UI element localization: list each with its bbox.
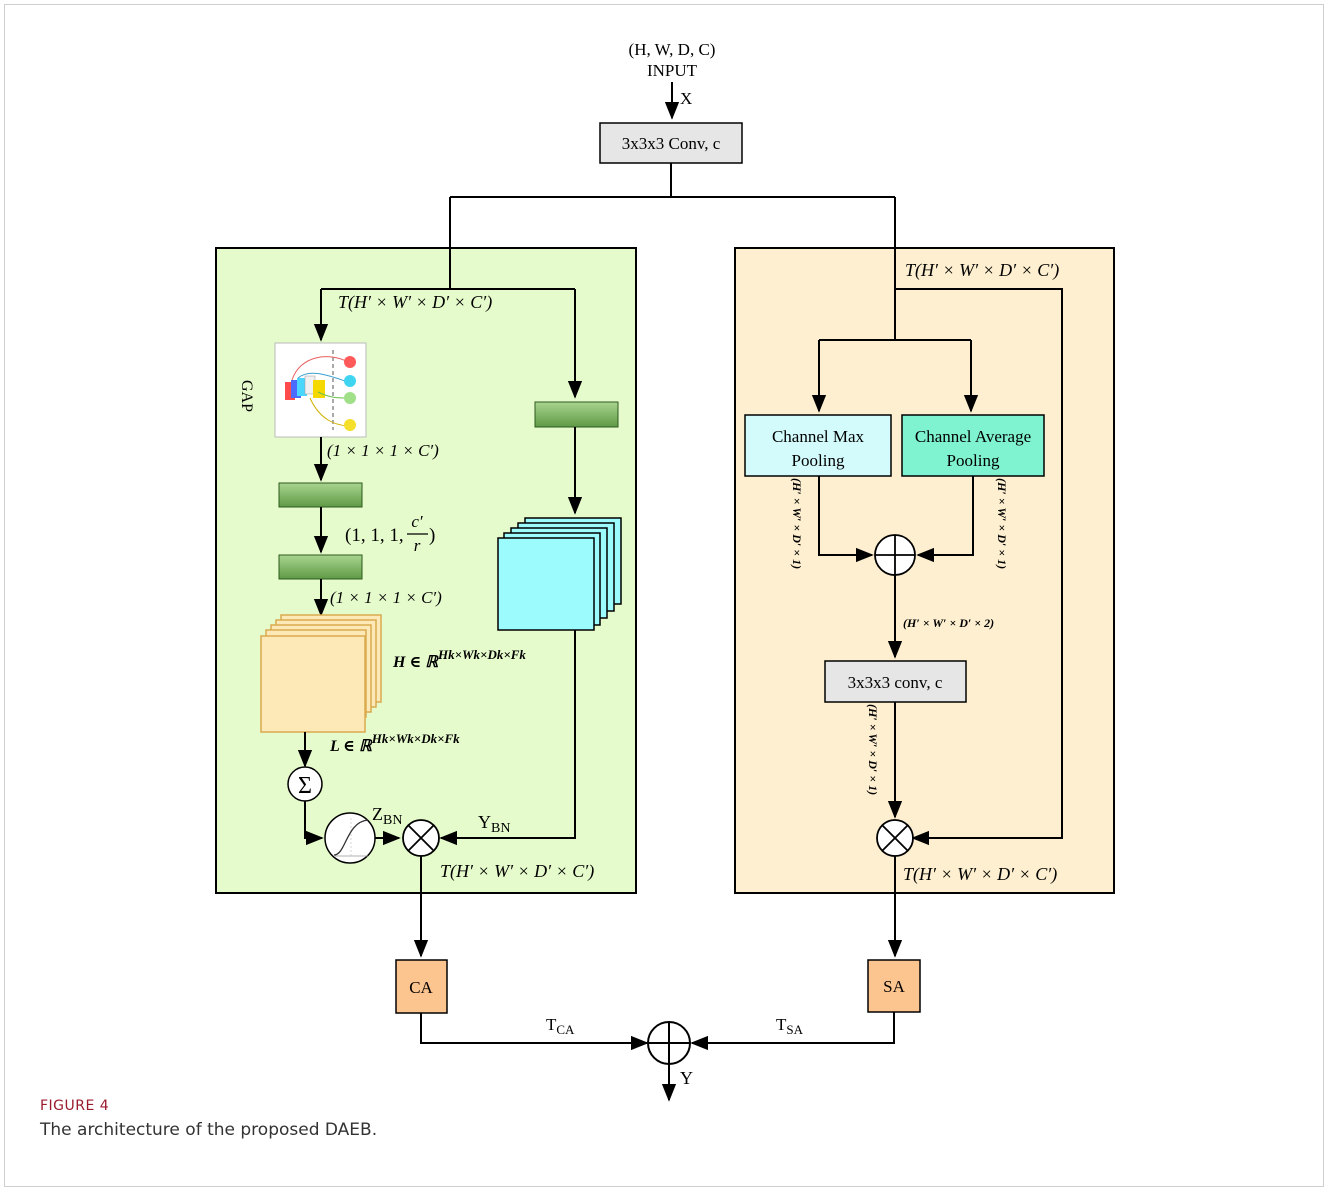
gap-icon	[274, 342, 367, 438]
cyan-to-mult-line	[439, 630, 576, 846]
left-t-out-label: T(H′ × W′ × D′ × C′)	[440, 861, 594, 882]
avg-pool-line2: Pooling	[947, 451, 1000, 470]
max-pool-line1: Channel Max	[772, 427, 865, 446]
channel-average-pooling-box	[901, 414, 1045, 477]
fc1-block	[278, 482, 363, 508]
top-conv-label: 3x3x3 Conv, c	[622, 134, 721, 153]
feature-cube-yellow	[260, 614, 382, 733]
dim-concat-label: (H′ × W′ × D′ × 2)	[903, 616, 994, 630]
spatial-conv-label: 3x3x3 conv, c	[848, 673, 943, 692]
residual-line	[895, 288, 1063, 846]
dim-left-label: (H′ × W′ × D′ × 1)	[790, 478, 804, 569]
max-pool-to-add	[818, 476, 874, 563]
t-sa-label: TSA	[776, 1015, 804, 1037]
figure-caption: The architecture of the proposed DAEB.	[40, 1120, 378, 1140]
ca-label: CA	[409, 978, 433, 997]
dim1-label: (1 × 1 × 1 × C′)	[327, 441, 439, 460]
right-t-label: T(H′ × W′ × D′ × C′)	[905, 260, 1059, 281]
avg-pool-to-add	[916, 476, 974, 563]
dim3-label: (1 × 1 × 1 × C′)	[330, 588, 442, 607]
input-label: INPUT	[647, 61, 698, 80]
t-ca-label: TCA	[546, 1015, 575, 1037]
feature-cube-cyan	[497, 517, 622, 631]
avg-pool-line1: Channel Average	[915, 427, 1031, 446]
y-bn-label: YBN	[478, 812, 510, 836]
z-bn-label: ZBN	[372, 804, 402, 828]
input-shape-label: (H, W, D, C)	[629, 40, 716, 59]
dim-conv-label: (H′ × W′ × D′ × 1)	[866, 704, 880, 795]
spatial-conv-box	[824, 660, 967, 703]
dim2-numerator: c′	[411, 512, 423, 531]
sum-symbol: Σ	[298, 773, 312, 799]
dim-right-label: (H′ × W′ × D′ × 1)	[995, 478, 1009, 569]
fc2-block	[278, 554, 363, 580]
x-label: X	[680, 89, 692, 108]
sum-to-sigmoid-line	[304, 801, 324, 846]
sigmoid-icon	[324, 812, 376, 864]
left-multiply-node	[402, 819, 440, 857]
l-label: L ∈ ℝHk×Wk×Dk×Fk	[329, 731, 460, 755]
dim2-prefix: (1, 1, 1,	[345, 525, 404, 546]
right-t-out-label: T(H′ × W′ × D′ × C′)	[903, 864, 1057, 885]
conv-block-left	[534, 401, 619, 428]
add-node-right	[874, 534, 916, 576]
dim2-suffix: )	[429, 525, 435, 546]
right-multiply-node	[876, 819, 914, 857]
spatial-attention-panel	[734, 247, 1115, 894]
sa-label: SA	[883, 977, 905, 996]
channel-max-pooling-box	[744, 414, 892, 477]
sa-to-add-line	[690, 1012, 895, 1051]
output-y-label: Y	[680, 1068, 693, 1088]
gap-label: GAP	[238, 380, 255, 412]
h-label: H ∈ ℝHk×Wk×Dk×Fk	[392, 647, 526, 671]
final-add-node	[647, 1021, 691, 1065]
max-pool-line2: Pooling	[792, 451, 845, 470]
ca-box	[395, 959, 448, 1014]
figure-label: FIGURE 4	[40, 1098, 110, 1114]
ca-to-add-line	[420, 1013, 649, 1051]
left-t-label: T(H′ × W′ × D′ × C′)	[338, 292, 492, 313]
dim2-denominator: r	[414, 536, 421, 555]
